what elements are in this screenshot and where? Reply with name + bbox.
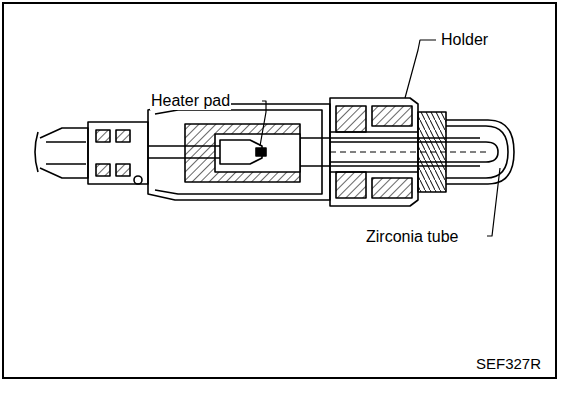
frame-border bbox=[3, 3, 556, 378]
figure-code: SEF327R bbox=[475, 355, 542, 373]
insulator bbox=[185, 124, 300, 182]
grommet bbox=[88, 122, 148, 184]
cable bbox=[35, 132, 38, 172]
part-label: Zirconia tube bbox=[365, 228, 460, 246]
cable-boot bbox=[40, 128, 88, 178]
leader-line bbox=[487, 168, 500, 236]
leader-line bbox=[405, 40, 436, 98]
part-label: Heater pad bbox=[150, 92, 231, 110]
outer-shell bbox=[148, 104, 330, 200]
part-label: Holder bbox=[440, 31, 489, 49]
leader-line bbox=[260, 101, 266, 146]
zirconia-tube bbox=[330, 142, 498, 162]
